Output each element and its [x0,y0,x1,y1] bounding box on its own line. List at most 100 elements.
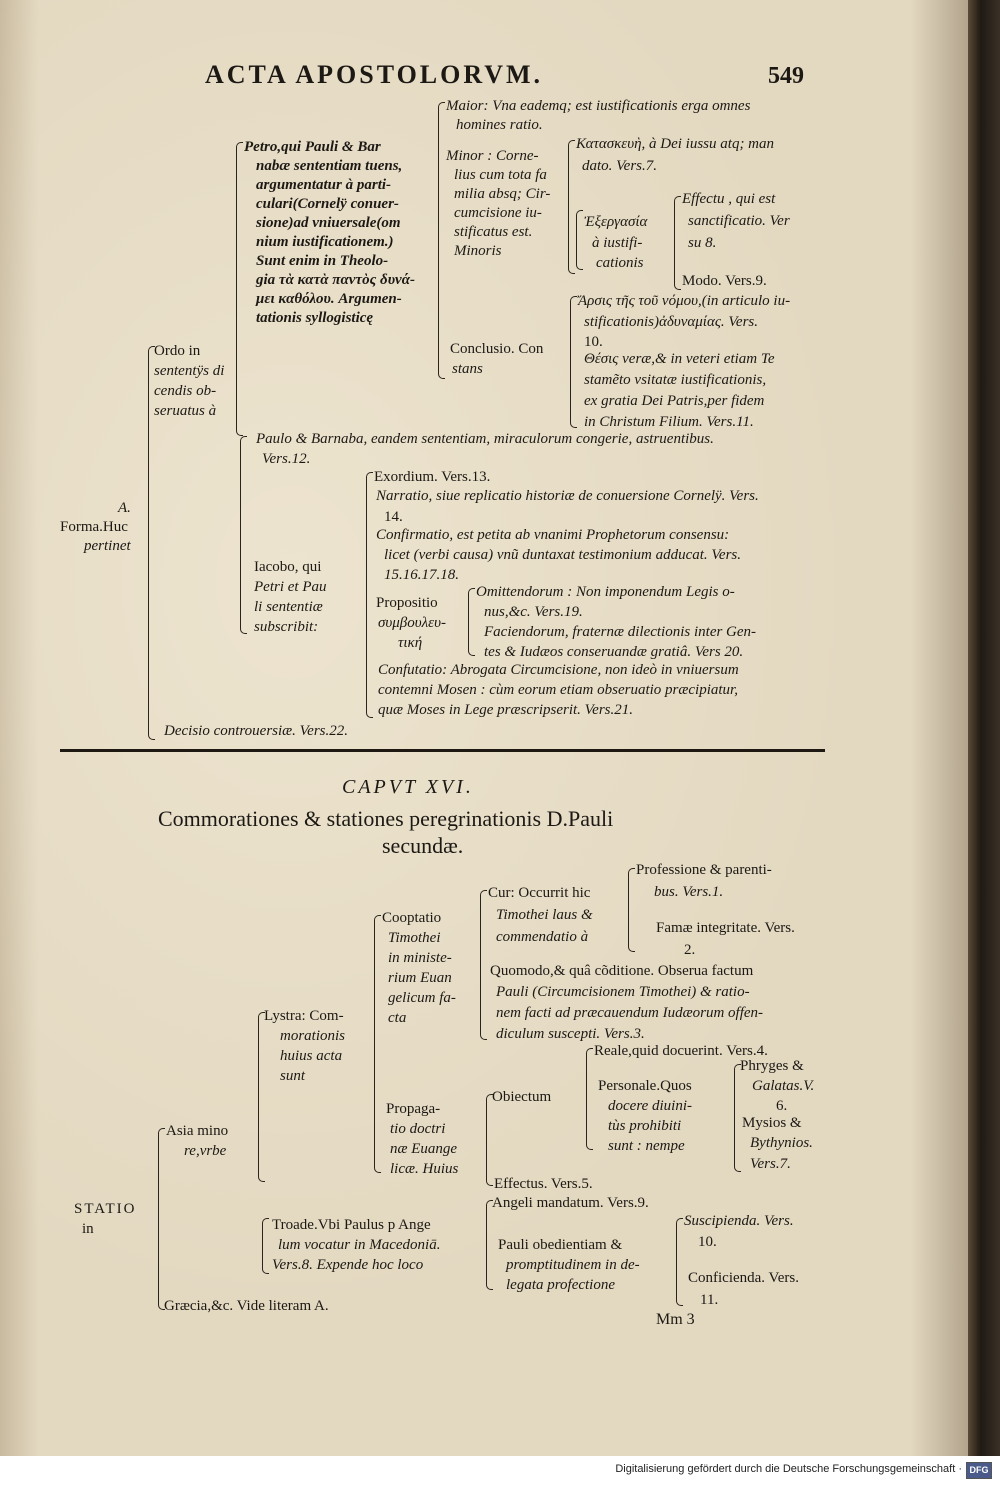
effectu-line-3: su 8. [688,235,717,251]
professione-line-2: bus. Vers.1. [654,884,724,900]
bracket-forma [148,346,155,740]
conficienda-line-1: Conficienda. Vers. [688,1270,799,1286]
running-title: ACTA APOSTOLORVM. [205,60,544,89]
ordo-line-2: sententÿs di [154,363,225,379]
bracket-obiectum [586,1048,593,1150]
maior-line-1: Maior: Vna eademq; est iustificationis e… [446,98,751,114]
footer-bar: Digitalisierung gefördert durch die Deut… [0,1456,1000,1485]
propositio-line-2: συμβουλευ- [378,615,446,631]
propositio-line-3: τική [398,635,423,651]
quomodo-line-1: Quomodo,& quâ cõditione. Obserua factum [490,963,754,979]
minor-line-3: milia absq; Cir- [454,186,551,202]
quomodo-line-4: diculum suscepti. Vers.3. [496,1026,645,1042]
quomodo-line-2: Pauli (Circumcisionem Timothei) & ratio- [496,984,750,1000]
iacobo-line-1: Iacobo, qui [254,559,322,575]
professione-line-1: Professione & parenti- [636,862,772,878]
bracket-iacobo [366,472,373,718]
cooptatio-line-2: Timothei [388,930,441,946]
petro-line-3: argumentatur à parti- [256,177,392,193]
petro-line-2: nabæ sententiam tuens, [256,158,403,174]
propagatio-line-3: næ Euange [390,1141,458,1157]
troade-line-3: Vers.8. Expende hoc loco [272,1257,424,1273]
exer-line-1: Ἐξεργασία [584,214,648,230]
cooptatio-line-1: Cooptatio [382,910,442,926]
petro-line-8: gia τὰ κατὰ παντὸς δυνά- [256,272,416,288]
effectu-line-2: sanctificatio. Ver [688,213,790,229]
arsis-line-3: 10. [584,334,603,350]
iacobo-line-2: Petri et Pau [254,579,327,595]
arsis-line-2: stificationis)ἀδυναμίας. Vers. [584,314,759,330]
bracket-asia [258,1012,265,1182]
forma-letter: A. [118,500,131,516]
confirmatio-line-1: Confirmatio, est petita ab vnanimi Proph… [376,527,730,543]
ordo-line-4: seruatus à [154,403,217,419]
suscipienda-line-1: Suscipienda. Vers. [684,1213,794,1229]
ordo-line-1: Ordo in [154,343,201,359]
angeli: Angeli mandatum. Vers.9. [492,1195,649,1211]
cooptatio-line-3: in ministe- [388,950,452,966]
ordo-line-3: cendis ob- [154,383,217,399]
section-rule [60,749,825,752]
cooptatio-line-4: rium Euan [388,970,452,986]
bracket-effectu [674,196,681,290]
mysios-line-2: Bythynios. [750,1135,813,1151]
exer-line-3: cationis [596,255,644,271]
bracket-troade-branch [262,1218,269,1274]
personale-line-3: tùs prohibiti [608,1118,682,1134]
lystra-line-1: Lystra: Com- [264,1008,344,1024]
asia-line-1: Asia mino [166,1123,229,1139]
confutatio-line-2: contemni Mosen : cùm eorum etiam obserua… [378,682,738,698]
propagatio-line-4: licæ. Huius [390,1161,459,1177]
minor-line-4: cumcisione iu- [454,205,542,221]
effectu-line-1: Effectu , qui est [682,191,776,207]
thesis-line-1: Θέσις veræ,& in veteri etiam Te [584,351,775,367]
suscipienda-line-2: 10. [698,1234,717,1250]
book-page: ACTA APOSTOLORVM. 549 Maior: Vna eademq;… [0,0,968,1456]
personale-line-4: sunt : nempe [608,1138,685,1154]
cur-line-3: commendatio à [496,929,589,945]
signature-mark: Mm 3 [656,1311,695,1328]
thesis-line-3: ex gratia Dei Patris,per fidem [584,393,765,409]
graecia: Græcia,&c. Vide literam A. [164,1298,329,1314]
bracket-conclusio [570,296,577,428]
pauli-ob-line-2: promptitudinem in de- [506,1257,640,1273]
forma-line-1: Forma.Huc [60,519,128,535]
footer-credit: Digitalisierung gefördert durch die Deut… [615,1463,962,1475]
lystra-line-4: sunt [280,1068,306,1084]
mysios-line-1: Mysios & [742,1115,802,1131]
petro-line-1: Petro,qui Pauli & Bar [244,139,381,155]
petro-line-4: culari(Cornelÿ conuer- [256,196,399,212]
bracket-professione [628,868,635,952]
omittendorum-line-1: Omittendorum : Non imponendum Legis o- [476,584,735,600]
modo: Modo. Vers.9. [682,273,767,289]
dfg-logo-icon: DFG [966,1462,992,1479]
bracket-minor [568,140,575,274]
confutatio-line-1: Confutatio: Abrogata Circumcisione, non … [378,662,739,678]
asia-line-2: re,vrbe [184,1143,227,1159]
conclusio-line-1: Conclusio. Con [450,341,544,357]
exordium: Exordium. Vers.13. [374,469,491,485]
petro-line-9: μει καθόλου. Argumen- [256,291,402,307]
cur-line-2: Timothei laus & [496,907,593,923]
pauli-ob-line-1: Pauli obedientiam & [498,1237,623,1253]
cooptatio-line-6: cta [388,1010,407,1026]
kat-line-2: dato. Vers.7. [582,158,657,174]
bracket-syllogism [438,102,445,379]
mysios-line-3: Vers.7. [750,1156,791,1172]
conficienda-line-2: 11. [700,1292,719,1308]
section-title-line-2: secundæ. [382,833,464,858]
bracket-paulo-iacobo [240,436,247,634]
bracket-exer [576,210,583,270]
narratio-line-1: Narratio, siue replicatio historiæ de co… [376,488,759,504]
caput-heading: CAPVT XVI. [342,776,474,798]
propagatio-line-1: Propaga- [386,1101,441,1117]
bracket-personale [734,1064,741,1172]
thesis-line-4: in Christum Filium. Vers.11. [584,414,754,430]
exer-line-2: à iustifi- [592,235,643,251]
thesis-line-2: stamẽto vsitatæ iustificationis, [584,372,767,388]
paulo-line-1: Paulo & Barnaba, eandem sententiam, mira… [256,431,714,447]
page-number: 549 [768,63,804,89]
quomodo-line-3: nem facti ad præcauendum Iudæorum offen- [496,1005,764,1021]
bracket-lystra [374,915,381,1173]
minor-line-6: Minoris [454,243,502,259]
